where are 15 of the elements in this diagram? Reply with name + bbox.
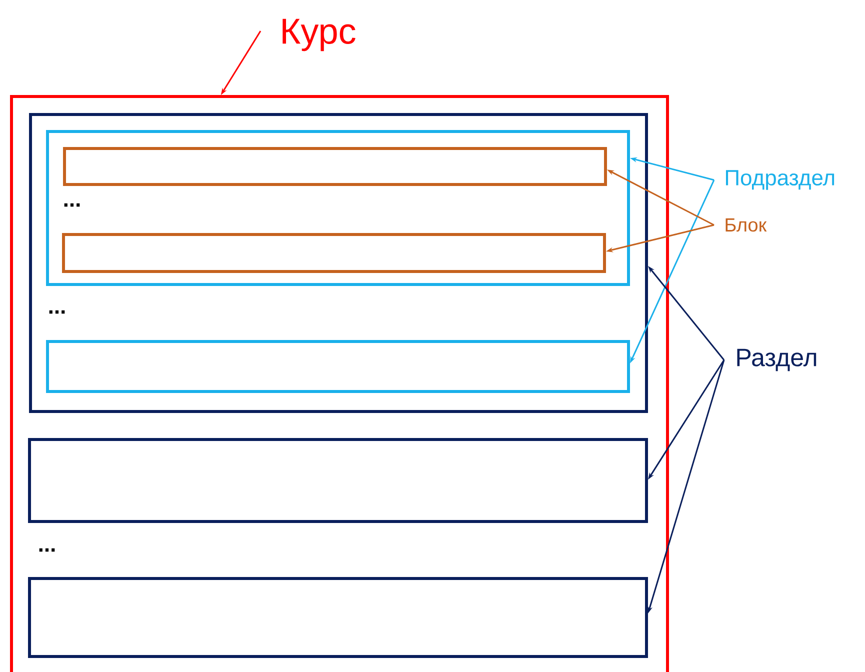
container-box bbox=[28, 577, 648, 658]
ellipsis: ... bbox=[39, 548, 55, 552]
container-box bbox=[28, 438, 648, 523]
container-box bbox=[63, 147, 607, 186]
ellipsis: ... bbox=[49, 310, 65, 314]
container-box bbox=[29, 113, 648, 413]
label-text: Курс bbox=[282, 18, 356, 52]
container-box bbox=[62, 233, 606, 273]
container-box bbox=[10, 95, 669, 672]
container-box bbox=[46, 340, 630, 393]
label-text: Раздел bbox=[737, 348, 816, 372]
label-text: Блок bbox=[726, 218, 767, 232]
label-text: Подраздел bbox=[726, 170, 834, 190]
container-box bbox=[46, 130, 630, 286]
ellipsis: ... bbox=[64, 203, 80, 207]
